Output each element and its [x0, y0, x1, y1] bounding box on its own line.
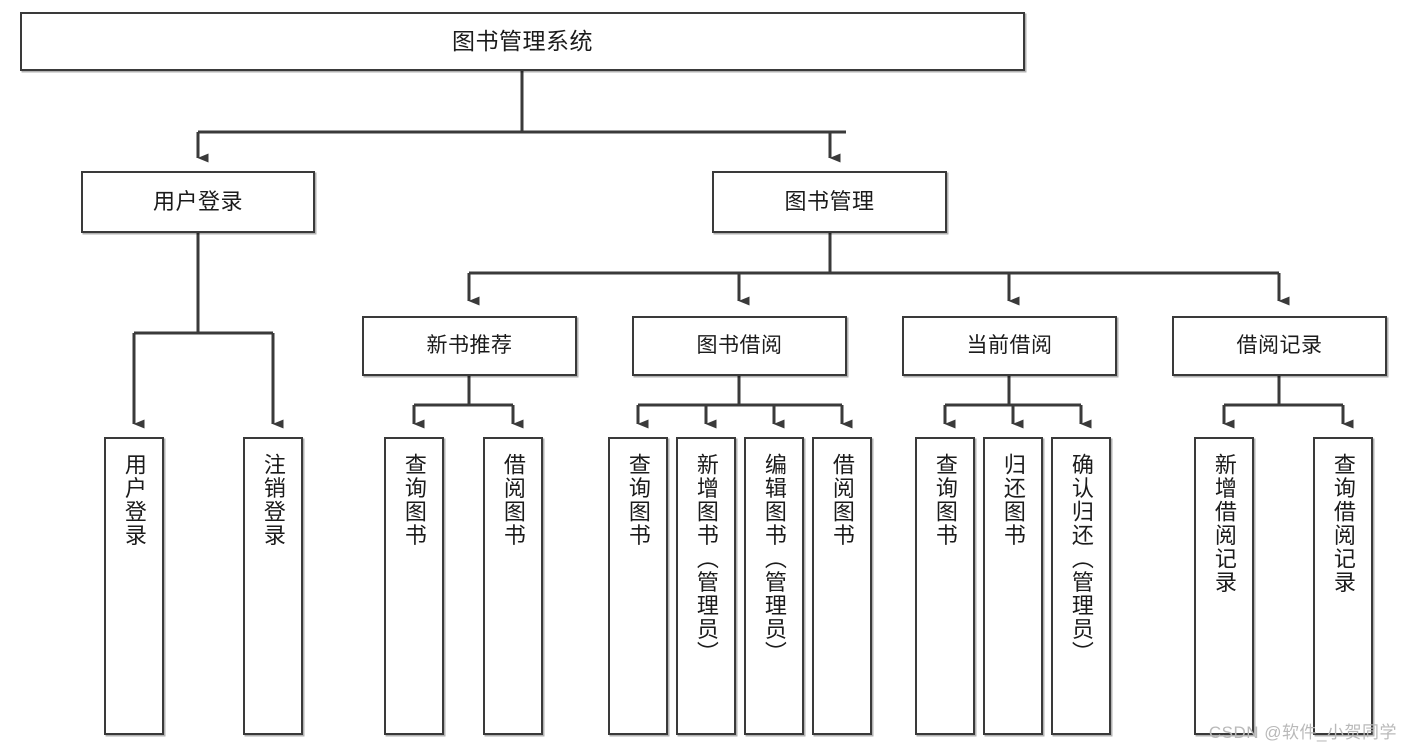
node-label: 图书借阅: [696, 333, 783, 357]
leaf-query-book-current[interactable]: 查询图书: [915, 437, 975, 735]
node-label: 归还图书: [1000, 453, 1026, 547]
node-label: 新书推荐: [426, 333, 513, 357]
node-root-system[interactable]: 图书管理系统: [20, 12, 1025, 71]
node-label: 确认归还（管理员）: [1068, 453, 1094, 665]
node-book-borrow[interactable]: 图书借阅: [632, 316, 847, 376]
node-user-login[interactable]: 用户登录: [81, 171, 315, 233]
node-current-borrow[interactable]: 当前借阅: [902, 316, 1117, 376]
node-book-management[interactable]: 图书管理: [712, 171, 947, 233]
node-label: 查询图书: [932, 453, 958, 547]
leaf-add-book-admin[interactable]: 新增图书（管理员）: [676, 437, 736, 735]
leaf-add-borrow-record[interactable]: 新增借阅记录: [1194, 437, 1254, 735]
leaf-confirm-return-admin[interactable]: 确认归还（管理员）: [1051, 437, 1111, 735]
node-label: 编辑图书（管理员）: [761, 453, 787, 665]
leaf-query-book-recommend[interactable]: 查询图书: [384, 437, 444, 735]
node-label: 查询图书: [401, 453, 427, 547]
leaf-logout-login[interactable]: 注销登录: [243, 437, 303, 735]
node-label: 查询借阅记录: [1330, 453, 1356, 594]
node-label: 图书管理系统: [452, 27, 593, 54]
node-label: 图书管理: [784, 189, 875, 215]
leaf-edit-book-admin[interactable]: 编辑图书（管理员）: [744, 437, 804, 735]
node-label: 当前借阅: [966, 333, 1053, 357]
node-label: 借阅图书: [829, 453, 855, 547]
node-label: 用户登录: [152, 189, 243, 215]
leaf-borrow-book-recommend[interactable]: 借阅图书: [483, 437, 543, 735]
node-borrow-record[interactable]: 借阅记录: [1172, 316, 1387, 376]
node-label: 新增借阅记录: [1211, 453, 1237, 594]
node-label: 新增图书（管理员）: [693, 453, 719, 665]
node-label: 查询图书: [625, 453, 651, 547]
node-label: 借阅图书: [500, 453, 526, 547]
node-label: 借阅记录: [1236, 333, 1323, 357]
leaf-user-login[interactable]: 用户登录: [104, 437, 164, 735]
leaf-query-borrow-record[interactable]: 查询借阅记录: [1313, 437, 1373, 735]
leaf-query-book-borrow[interactable]: 查询图书: [608, 437, 668, 735]
leaf-borrow-book[interactable]: 借阅图书: [812, 437, 872, 735]
node-label: 用户登录: [121, 453, 147, 547]
leaf-return-book[interactable]: 归还图书: [983, 437, 1043, 735]
node-new-book-recommend[interactable]: 新书推荐: [362, 316, 577, 376]
node-label: 注销登录: [260, 453, 286, 547]
watermark-text: CSDN @软件_小贺同学: [1208, 723, 1397, 742]
